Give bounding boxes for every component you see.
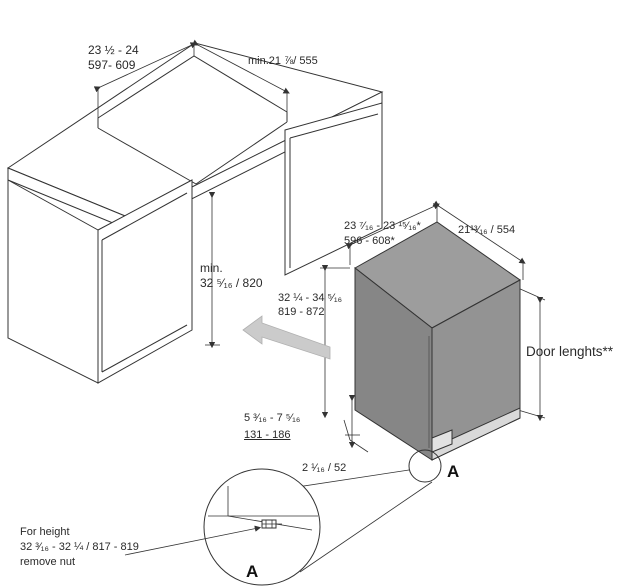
dishwasher-appliance [354, 221, 521, 461]
plinth-in-label: 5 ³⁄₁₆ - 7 ⁵⁄₁₆ [244, 412, 301, 424]
niche-width-mm-label: 597- 609 [88, 58, 136, 72]
appliance-height-mm-label: 819 - 872 [278, 306, 325, 318]
appliance-width-mm-label: 596 - 608* [344, 235, 395, 247]
detail-letter: A [246, 562, 259, 581]
callout-letter: A [447, 462, 460, 481]
niche-height-value-label: 32 ⁵⁄₁₆ / 820 [200, 276, 263, 290]
niche-depth-label: min.21 ⅞/ 555 [248, 55, 318, 67]
detail-callout-circle [408, 449, 442, 483]
niche-width-in-label: 23 ½ - 24 [88, 43, 139, 57]
note-line-2: 32 ³⁄₁₆ - 32 ¼ / 817 - 819 [20, 541, 139, 553]
insert-direction-arrow [242, 315, 331, 360]
detail-magnified [203, 468, 321, 586]
appliance-width-in-label: 23 ⁷⁄₁₆ - 23 ¹⁵⁄₁₆* [344, 220, 421, 232]
note-leader-line [124, 525, 262, 556]
cabinet-countertop [6, 42, 384, 384]
appliance-depth-label: 21¹³⁄₁₆ / 554 [458, 224, 516, 236]
plinth-mm-label: 131 - 186 [244, 429, 291, 441]
note-line-1: For height [20, 526, 70, 538]
appliance-height-in-label: 32 ¼ - 34 ⁵⁄₁₆ [278, 292, 343, 304]
note-line-3: remove nut [20, 556, 76, 568]
dimension-lines [93, 39, 546, 453]
door-lengths-label: Door lenghts** [526, 344, 614, 359]
foot-offset-label: 2 ¹⁄₁₆ / 52 [302, 462, 347, 474]
niche-height-min-label: min. [200, 261, 223, 275]
detail-leader-line-2 [299, 481, 433, 573]
